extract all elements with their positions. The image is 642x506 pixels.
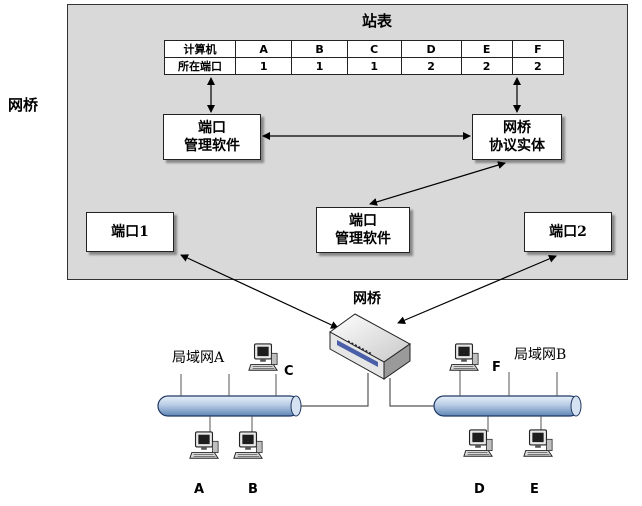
lan-b-label: 局域网B xyxy=(514,347,567,363)
computer-label-b: B xyxy=(248,482,258,497)
computer-label-a: A xyxy=(194,482,205,497)
table-cell-computer: D xyxy=(400,40,462,58)
wire-bridge-to-lan-b xyxy=(389,378,438,407)
lan-b-cable xyxy=(433,395,582,417)
computer-b-icon xyxy=(233,431,263,459)
table-header-port: 所在端口 xyxy=(164,57,236,75)
table-row-ports: 所在端口 1 1 1 2 2 2 xyxy=(164,57,565,75)
table-cell-port: 1 xyxy=(346,57,402,75)
port-1: 端口1 xyxy=(86,212,174,252)
computer-label-e: E xyxy=(530,482,539,497)
table-cell-computer: F xyxy=(511,40,565,58)
computer-d-icon xyxy=(463,429,493,457)
table-cell-computer: C xyxy=(346,40,402,58)
table-cell-port: 1 xyxy=(234,57,293,75)
link-port1-to-bridge xyxy=(180,254,339,329)
link-port2-to-bridge xyxy=(397,255,557,324)
station-table: 计算机 A B C D E F 所在端口 1 1 1 2 2 2 xyxy=(164,40,565,75)
box-line: 端口 xyxy=(198,120,226,136)
box-line: 端口 xyxy=(349,213,377,229)
bridge-side-label: 网桥 xyxy=(8,96,39,114)
bridge-protocol-entity: 网桥 协议实体 xyxy=(472,114,562,160)
table-cell-port: 1 xyxy=(291,57,348,75)
box-line: 协议实体 xyxy=(489,138,545,154)
station-table-title: 站表 xyxy=(362,12,393,30)
link-protocol-to-port-mgmt-mid xyxy=(369,161,506,206)
box-line: 管理软件 xyxy=(335,231,391,247)
wire-bridge-to-lan-a xyxy=(300,373,369,407)
port-2: 端口2 xyxy=(524,212,612,252)
computer-label-d: D xyxy=(474,482,485,497)
port-management-software-top: 端口 管理软件 xyxy=(163,114,261,160)
computer-c-icon xyxy=(248,343,278,371)
box-line: 端口2 xyxy=(549,224,587,240)
table-cell-port: 2 xyxy=(511,57,565,75)
lan-a-cable xyxy=(157,395,302,417)
computer-a-icon xyxy=(189,431,219,459)
box-line: 端口1 xyxy=(111,224,149,240)
box-line: 网桥 xyxy=(503,120,531,136)
port-management-software-mid: 端口 管理软件 xyxy=(316,207,410,253)
lan-a-label: 局域网A xyxy=(172,350,225,366)
bridge-device-label: 网桥 xyxy=(353,291,381,307)
table-row-computers: 计算机 A B C D E F xyxy=(164,40,565,58)
computer-f-icon xyxy=(449,343,479,371)
bridge-device-icon xyxy=(329,313,411,380)
box-line: 管理软件 xyxy=(184,138,240,154)
computer-e-icon xyxy=(523,429,553,457)
table-cell-port: 2 xyxy=(400,57,462,75)
computer-label-c: C xyxy=(284,364,294,379)
computer-label-f: F xyxy=(492,360,501,375)
